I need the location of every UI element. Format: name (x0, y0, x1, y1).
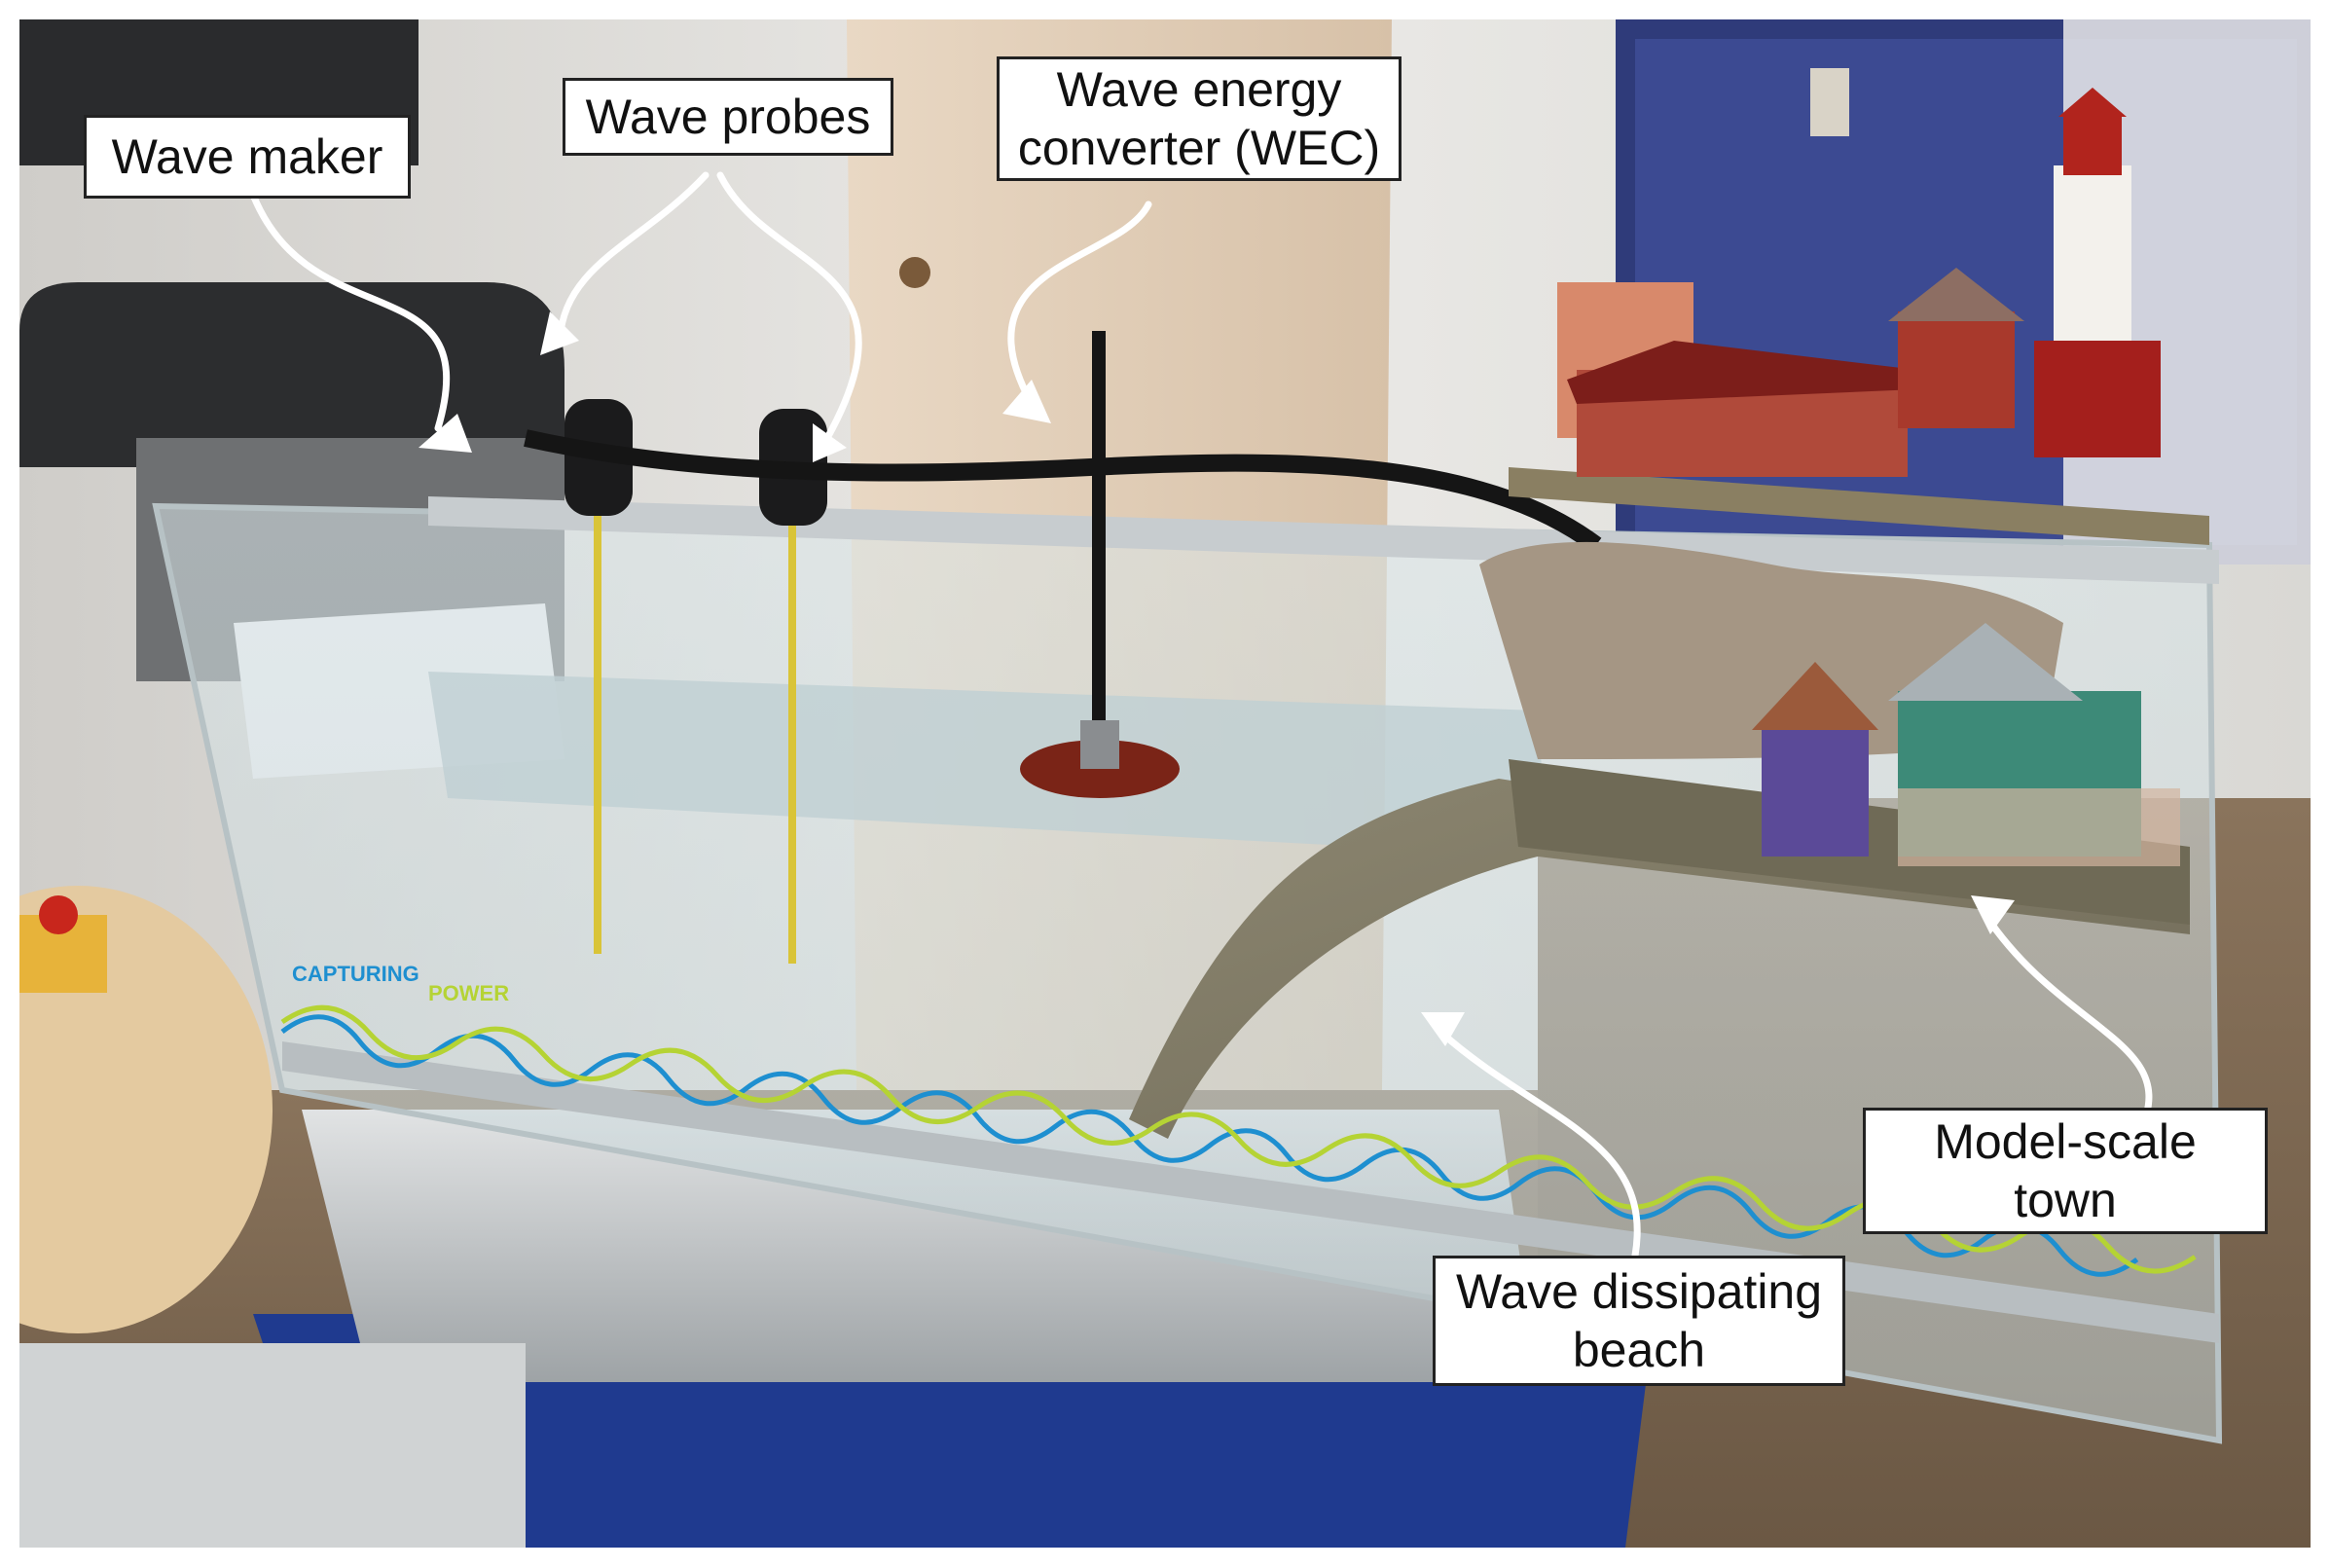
arrow-town (1982, 911, 2153, 1133)
light-switch (1810, 68, 1849, 136)
upper-platform (1509, 467, 2209, 545)
annotation-arrows (249, 171, 2153, 1259)
wave-tank-photo: CAPTURING POWER (19, 19, 2311, 1548)
wec-shaft (1092, 331, 1106, 749)
wave-maker-label: Wave maker (84, 115, 411, 199)
model-house-purple (1762, 720, 1869, 857)
tank-print-word-2: POWER (428, 981, 509, 1005)
lighthouse-keeper-house (2034, 341, 2161, 457)
door-knob (899, 257, 930, 288)
wave-probes-label: Wave probes (563, 78, 893, 156)
wave-probe-1-rod (594, 516, 601, 954)
model-scale-town-label: Model-scale town (1863, 1108, 2268, 1234)
wave-dissipating-beach-label: Wave dissipating beach (1433, 1256, 1845, 1386)
water (428, 672, 1547, 857)
round-table (19, 886, 273, 1333)
arrow-wave-probes-1 (556, 171, 710, 345)
arrowheads (419, 311, 2015, 1046)
model-house-3 (1898, 311, 2015, 428)
wave-probe-2-rod (788, 526, 796, 964)
top-rail (428, 496, 2219, 584)
cable-bundle (524, 429, 1602, 553)
emergency-stop-button (39, 895, 78, 934)
arrow-beach (1437, 1028, 1641, 1259)
arrow-wec (1007, 201, 1152, 408)
arrow-wave-probes-2 (716, 171, 862, 442)
electronics-box (19, 1343, 526, 1548)
arrow-wave-maker (249, 191, 451, 432)
printed-wave-blue (280, 1014, 2139, 1277)
tank-print-word-1: CAPTURING (292, 962, 419, 986)
wec-label: Wave energy converter (WEC) (997, 56, 1402, 181)
